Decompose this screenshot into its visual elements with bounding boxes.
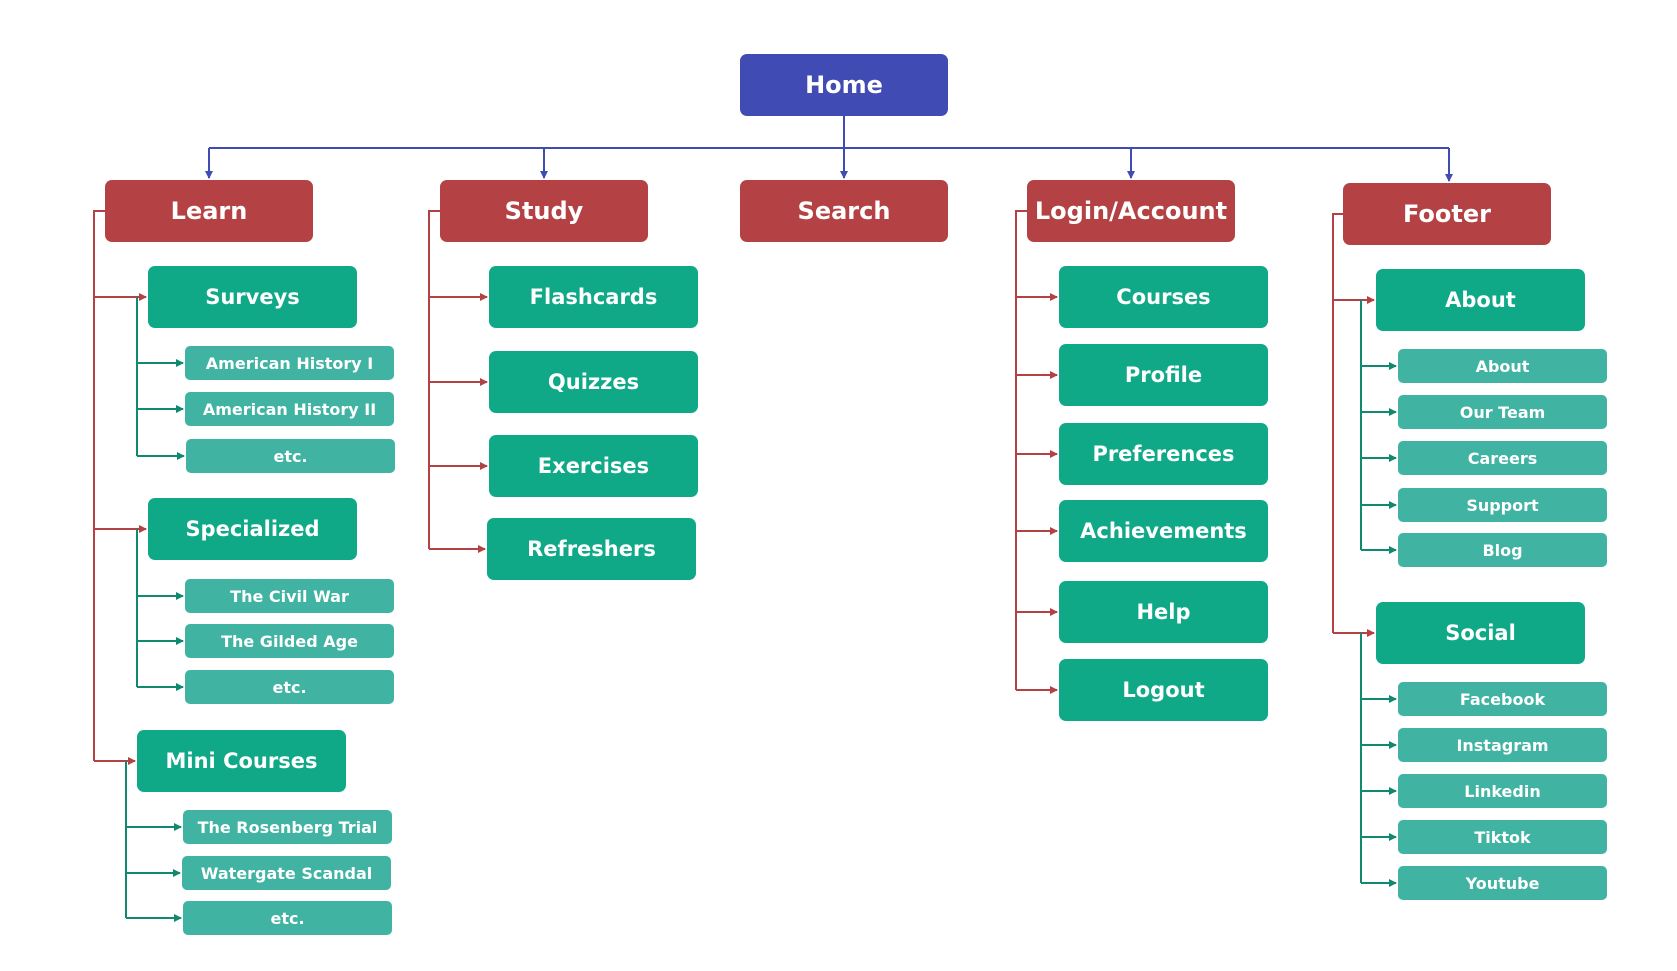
about-node[interactable]: About bbox=[1376, 269, 1585, 331]
study-item[interactable]: Exercises bbox=[489, 435, 698, 497]
social-item[interactable]: Linkedin bbox=[1398, 774, 1607, 808]
surveys-item[interactable]: American History I bbox=[185, 346, 394, 380]
account-item[interactable]: Achievements bbox=[1059, 500, 1268, 562]
study-item[interactable]: Flashcards bbox=[489, 266, 698, 328]
study-connector-spine bbox=[428, 210, 440, 549]
account-item[interactable]: Courses bbox=[1059, 266, 1268, 328]
surveys-node[interactable]: Surveys bbox=[148, 266, 357, 328]
specialized-item[interactable]: etc. bbox=[185, 670, 394, 704]
mini-courses-item[interactable]: Watergate Scandal bbox=[182, 856, 391, 890]
social-item[interactable]: Facebook bbox=[1398, 682, 1607, 716]
about-item[interactable]: Our Team bbox=[1398, 395, 1607, 429]
social-node[interactable]: Social bbox=[1376, 602, 1585, 664]
mini-courses-item[interactable]: The Rosenberg Trial bbox=[183, 810, 392, 844]
account-item[interactable]: Profile bbox=[1059, 344, 1268, 406]
study-item[interactable]: Refreshers bbox=[487, 518, 696, 580]
about-item[interactable]: Support bbox=[1398, 488, 1607, 522]
footer-node[interactable]: Footer bbox=[1343, 183, 1551, 245]
home-node[interactable]: Home bbox=[740, 54, 948, 116]
specialized-item[interactable]: The Gilded Age bbox=[185, 624, 394, 658]
footer-connector-spine bbox=[1332, 213, 1343, 633]
study-item[interactable]: Quizzes bbox=[489, 351, 698, 413]
social-item[interactable]: Instagram bbox=[1398, 728, 1607, 762]
surveys-item[interactable]: American History II bbox=[185, 392, 394, 426]
mini-courses-node[interactable]: Mini Courses bbox=[137, 730, 346, 792]
account-item[interactable]: Preferences bbox=[1059, 423, 1268, 485]
learn-node[interactable]: Learn bbox=[105, 180, 313, 242]
login-account-node[interactable]: Login/Account bbox=[1027, 180, 1235, 242]
mini-courses-item[interactable]: etc. bbox=[183, 901, 392, 935]
social-item[interactable]: Tiktok bbox=[1398, 820, 1607, 854]
study-node[interactable]: Study bbox=[440, 180, 648, 242]
social-item[interactable]: Youtube bbox=[1398, 866, 1607, 900]
surveys-item[interactable]: etc. bbox=[186, 439, 395, 473]
learn-connector-spine bbox=[93, 210, 105, 761]
account-item[interactable]: Logout bbox=[1059, 659, 1268, 721]
about-item[interactable]: Blog bbox=[1398, 533, 1607, 567]
about-item[interactable]: About bbox=[1398, 349, 1607, 383]
about-item[interactable]: Careers bbox=[1398, 441, 1607, 475]
search-node[interactable]: Search bbox=[740, 180, 948, 242]
account-item[interactable]: Help bbox=[1059, 581, 1268, 643]
account-connector-spine bbox=[1015, 210, 1027, 690]
specialized-item[interactable]: The Civil War bbox=[185, 579, 394, 613]
specialized-node[interactable]: Specialized bbox=[148, 498, 357, 560]
